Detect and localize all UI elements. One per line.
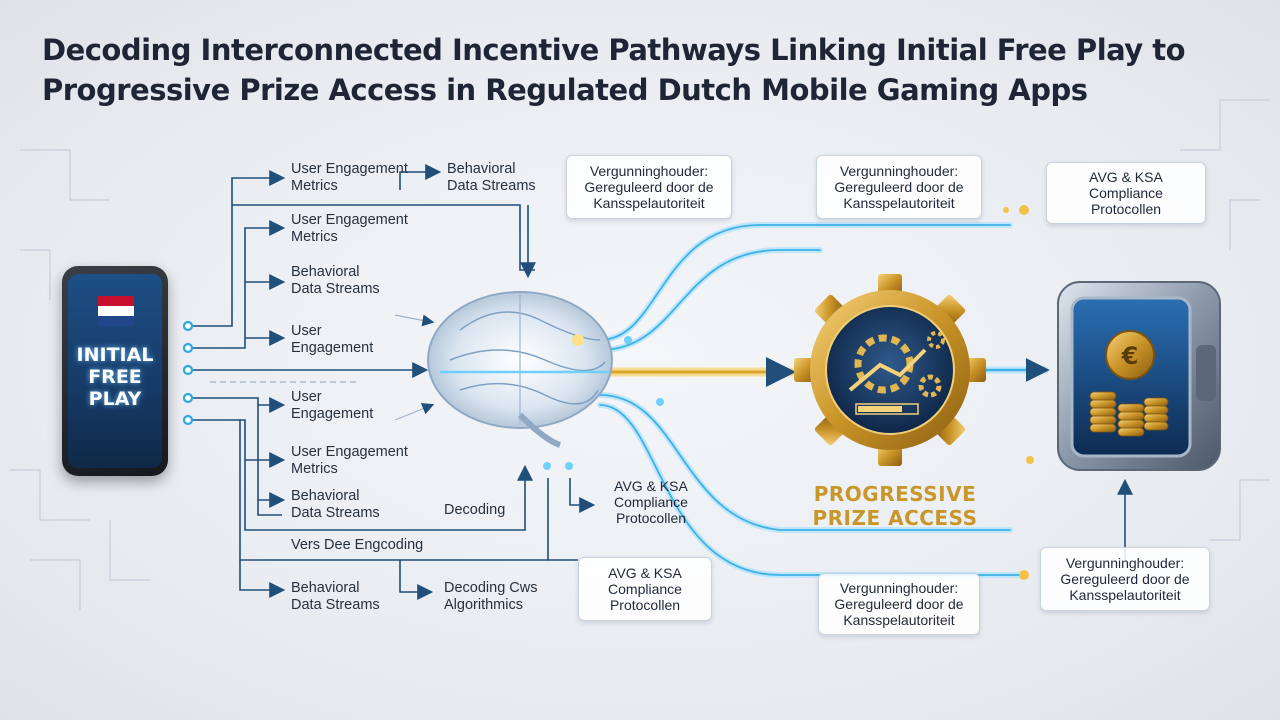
- flag-blue-stripe: [98, 316, 134, 326]
- glow-nodes: [543, 205, 1034, 580]
- label-vers-dee-engcoding: Vers Dee Engcoding: [291, 537, 424, 553]
- circuit-background-left: [10, 149, 150, 610]
- left-wiring: [190, 164, 596, 600]
- phone-screen: INITIAL FREE PLAY: [68, 274, 162, 468]
- compliance-box-3: AVG & KSA Compliance Protocollen: [578, 557, 712, 621]
- page-title: Decoding Interconnected Incentive Pathwa…: [42, 33, 1186, 107]
- label-behavioral-data-streams-1: Behavioral Data Streams: [447, 161, 536, 194]
- compliance-box-1: AVG & KSA Compliance Protocollen: [1046, 162, 1206, 224]
- vault-icon: €: [1057, 281, 1221, 471]
- circuit-background-right: [1180, 99, 1270, 541]
- label-user-engagement-metrics-2: User Engagement Metrics: [291, 212, 408, 245]
- label-decoding: Decoding: [444, 502, 506, 518]
- progressive-prize-access-label: PROGRESSIVE PRIZE ACCESS: [812, 482, 978, 530]
- glow-flows: [597, 222, 1133, 578]
- compliance-label-2: AVG & KSA Compliance Protocollen: [614, 478, 688, 526]
- license-box-3: Vergunninghouder: Gereguleerd door de Ka…: [818, 573, 980, 635]
- svg-text:€: €: [1121, 342, 1139, 370]
- flag-white-stripe: [98, 306, 134, 316]
- label-decoding-algorithmics: Decoding Cws Algorithmics: [444, 580, 538, 613]
- label-user-engagement-2: User Engagement: [291, 389, 374, 422]
- gear-icon: [794, 274, 986, 466]
- label-user-engagement-1: User Engagement: [291, 323, 374, 356]
- brain-icon: [427, 291, 613, 448]
- dutch-flag-icon: [98, 296, 134, 326]
- label-behavioral-data-streams-4: Behavioral Data Streams: [291, 580, 380, 613]
- label-behavioral-data-streams-3: Behavioral Data Streams: [291, 488, 380, 521]
- label-user-engagement-metrics-3: User Engagement Metrics: [291, 444, 408, 477]
- flag-red-stripe: [98, 296, 134, 306]
- license-box-4: Vergunninghouder: Gereguleerd door de Ka…: [1040, 547, 1210, 611]
- initial-free-play-label: INITIAL FREE PLAY: [76, 344, 154, 410]
- left-dashed-guides: [210, 314, 435, 421]
- license-box-1: Vergunninghouder: Gereguleerd door de Ka…: [566, 155, 732, 219]
- coin-stacks: [1089, 391, 1169, 437]
- license-box-2: Vergunninghouder: Gereguleerd door de Ka…: [816, 155, 982, 219]
- phone-device: INITIAL FREE PLAY: [62, 266, 168, 476]
- phone-connection-dots: [182, 320, 194, 426]
- euro-coin-icon: €: [1105, 330, 1155, 380]
- label-user-engagement-metrics-1: User Engagement Metrics: [291, 161, 408, 194]
- label-behavioral-data-streams-2: Behavioral Data Streams: [291, 264, 380, 297]
